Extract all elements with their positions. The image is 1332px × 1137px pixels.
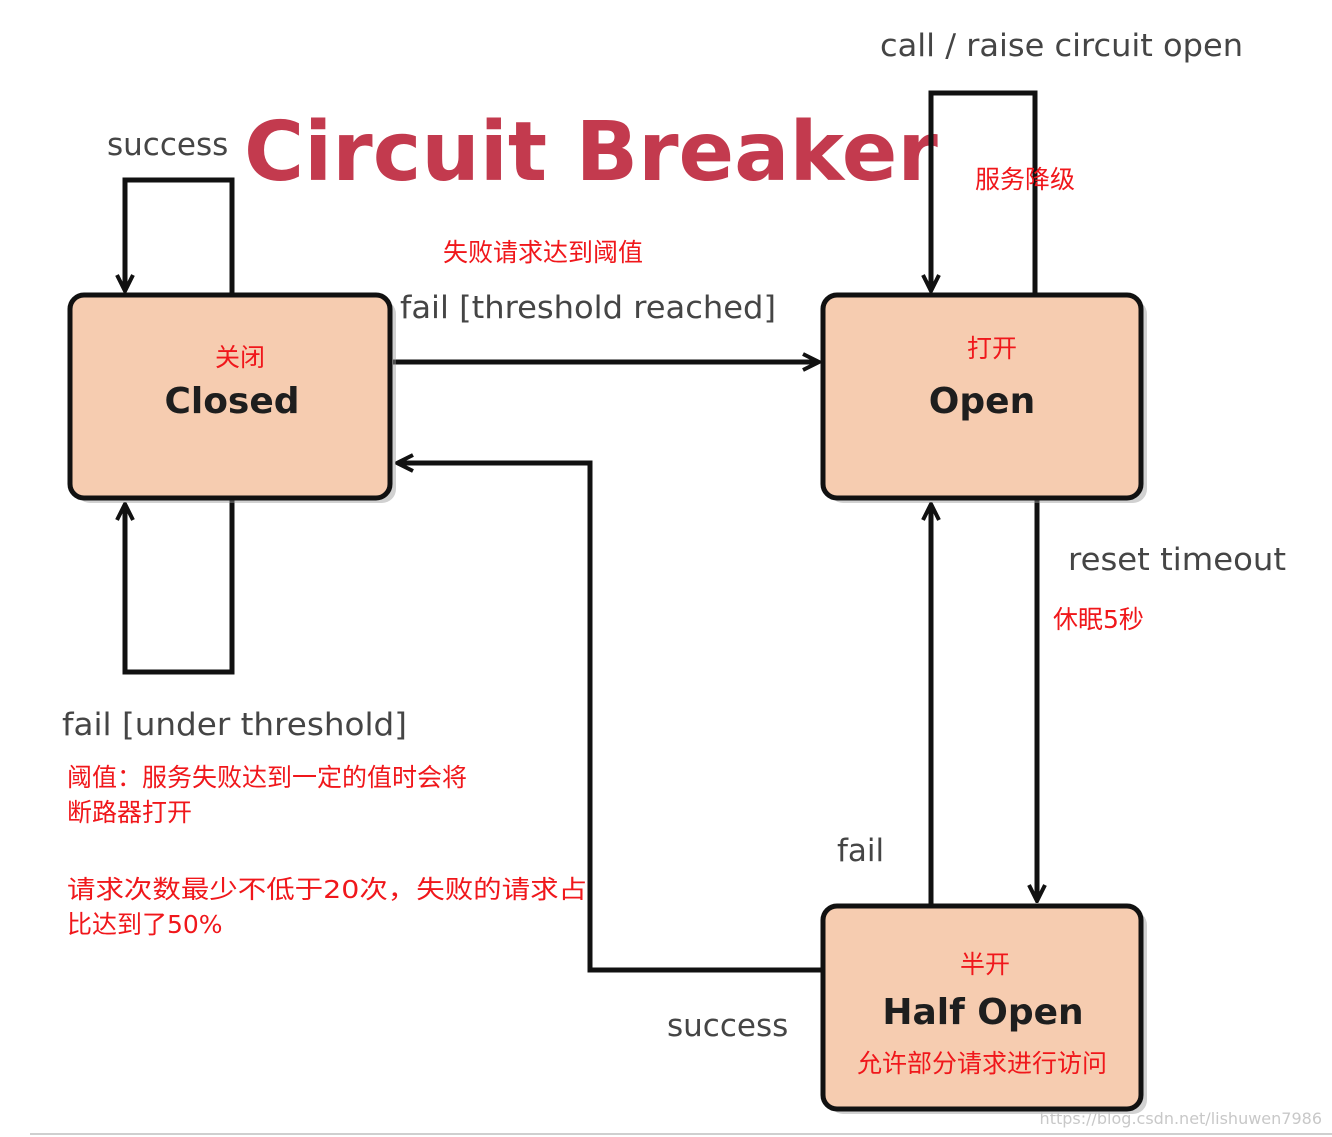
watermark: https://blog.csdn.net/lishuwen7986 <box>1040 1109 1322 1128</box>
threshold-note-line2: 断路器打开 <box>67 798 192 827</box>
state-half-open-label: Half Open <box>882 992 1083 1033</box>
closed-success-loop-arrow <box>125 177 235 295</box>
open-self-loop-arrow <box>931 90 1038 295</box>
state-open-label: Open <box>929 381 1035 422</box>
closed-fail-under-loop-arrow <box>125 500 235 675</box>
state-open-cn-label: 打开 <box>967 334 1017 363</box>
half-open-to-closed-arrow <box>398 463 822 973</box>
closed-success-label: success <box>107 127 228 163</box>
open-to-half-open-label: reset timeout <box>1068 542 1286 578</box>
diagram-title: Circuit Breaker <box>244 105 938 200</box>
requests-note-line2: 比达到了50% <box>67 910 223 939</box>
closed-to-open-label: fail [threshold reached] <box>400 290 776 326</box>
closed-fail-under-label: fail [under threshold] <box>62 707 407 743</box>
open-self-loop-cn-label: 服务降级 <box>975 165 1075 194</box>
half-open-to-open-label: fail <box>837 833 884 869</box>
threshold-note-line1: 阈值：服务失败达到一定的值时会将 <box>67 763 467 792</box>
state-half-open: 半开 Half Open 允许部分请求进行访问 <box>820 903 1147 1114</box>
state-open: 打开 Open <box>820 292 1147 503</box>
open-self-loop-label: call / raise circuit open <box>880 28 1243 64</box>
state-half-open-note: 允许部分请求进行访问 <box>857 1049 1107 1078</box>
requests-note-line1: 请求次数最少不低于20次，失败的请求占 <box>67 875 587 904</box>
state-half-open-cn-label: 半开 <box>960 950 1010 979</box>
state-closed: 关闭 Closed <box>67 292 396 503</box>
open-to-half-open-cn-label: 休眠5秒 <box>1053 605 1144 634</box>
closed-to-open-cn-label: 失败请求达到阈值 <box>443 238 643 267</box>
half-open-to-closed-label: success <box>667 1008 788 1044</box>
state-closed-label: Closed <box>164 381 299 422</box>
state-closed-cn-label: 关闭 <box>215 343 265 372</box>
